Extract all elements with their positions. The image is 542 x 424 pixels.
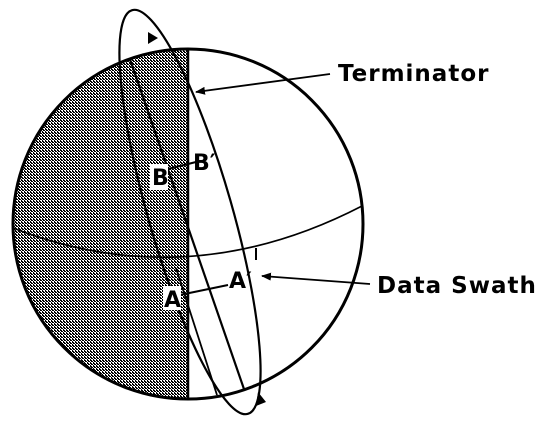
data-swath-callout-arrow [261,272,371,285]
terminator-label: Terminator [338,61,489,87]
orbit-direction-arrow-bottom [256,392,266,406]
orbit-direction-arrow-top [148,32,158,44]
night-hemisphere [13,49,188,399]
point-b-label: B [152,166,169,191]
ground-track [123,49,247,393]
swath-edge-line [175,267,218,396]
point-a-label: A [164,288,181,313]
data-swath-label: Data Swath [377,273,537,299]
point-a-label-bg [163,286,181,310]
point-b-prime-label: B′ [193,151,216,176]
orbit-ellipse [118,8,262,416]
point-a-prime-label: A′ [229,269,252,294]
terminator-callout-arrow [195,73,331,95]
point-b-label-bg [150,164,168,190]
globe-outline [11,47,365,401]
